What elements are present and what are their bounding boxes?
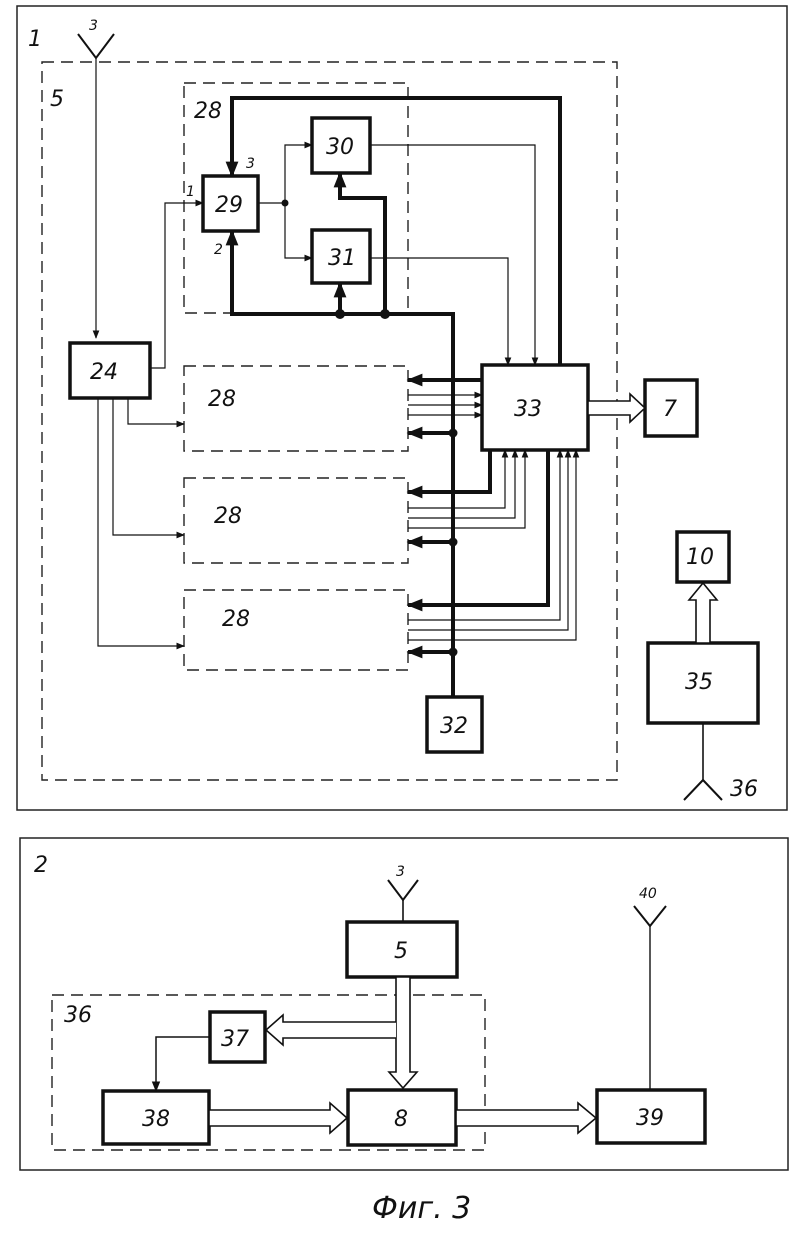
block-33-label: 33	[514, 397, 542, 422]
region-5-label: 5	[50, 87, 64, 112]
block-29-input-3: 3	[246, 156, 255, 172]
block-30-label: 30	[326, 135, 354, 160]
top-panel: 1 5 3 24 28 29 3 1 2 30 31 33 7	[17, 6, 787, 810]
antenna-36-icon	[684, 723, 722, 800]
block-28-a-label: 28	[208, 387, 236, 412]
block-32-label: 32	[440, 714, 468, 739]
block-29-input-1: 1	[186, 184, 195, 200]
block-28-c-label: 28	[222, 607, 250, 632]
block-8-label: 8	[394, 1107, 408, 1132]
antenna-40-icon	[634, 906, 666, 1090]
block-7-label: 7	[663, 397, 677, 422]
block-5-label: 5	[394, 939, 408, 964]
antenna-3-bottom-label: 3	[396, 864, 405, 880]
block-29-label: 29	[215, 193, 243, 218]
block-29-input-2: 2	[214, 242, 223, 258]
antenna-3-bottom-icon	[388, 880, 418, 922]
block-38-label: 38	[142, 1107, 170, 1132]
top-panel-id: 1	[28, 27, 42, 52]
block-37-label: 37	[221, 1027, 249, 1052]
block-31-label: 31	[328, 246, 356, 271]
antenna-40-label: 40	[639, 886, 657, 902]
block-28-c-outline	[184, 590, 408, 670]
bottom-panel-id: 2	[34, 853, 48, 878]
block-28-b-label: 28	[214, 504, 242, 529]
bottom-panel: 2 3 5 36 37 38 8 39 40	[20, 838, 788, 1170]
block-28-expanded-label: 28	[194, 99, 222, 124]
region-36-label: 36	[64, 1003, 92, 1028]
antenna-3-label: 3	[89, 18, 98, 34]
antenna-36-label: 36	[730, 777, 758, 802]
block-10-label: 10	[686, 545, 714, 570]
figure-caption: Фиг. 3	[372, 1191, 471, 1226]
block-24-label: 24	[90, 360, 118, 385]
antenna-3-icon	[78, 34, 114, 338]
block-35-label: 35	[685, 670, 713, 695]
block-39-label: 39	[636, 1106, 664, 1131]
